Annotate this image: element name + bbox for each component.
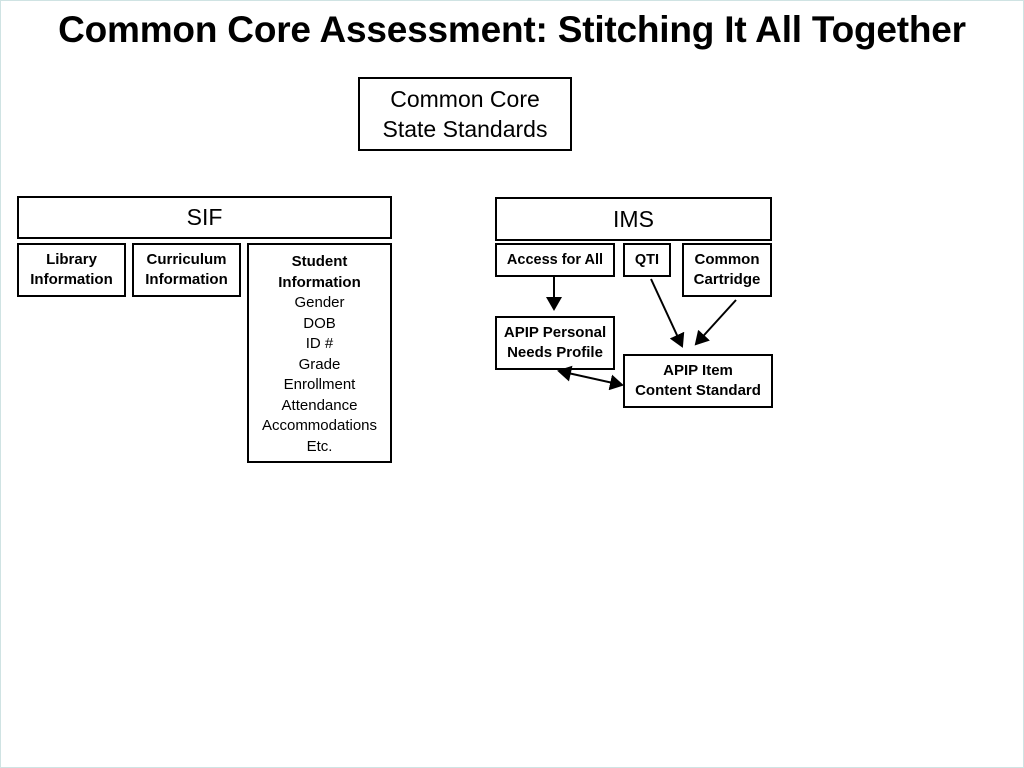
library-line2: Information xyxy=(30,271,113,288)
ims-header-label: IMS xyxy=(613,205,654,232)
student-information-box: Student Information Gender DOB ID # Grad… xyxy=(247,243,392,463)
student-field-grade: Grade xyxy=(298,355,341,373)
common-core-state-standards-box: Common Core State Standards xyxy=(358,77,572,151)
common-cartridge-box: Common Cartridge xyxy=(682,243,772,297)
library-information-box: Library Information xyxy=(17,243,126,297)
library-line1: Library xyxy=(46,251,97,268)
access-for-all-label: Access for All xyxy=(506,252,604,268)
arrow-pnp-to-ics xyxy=(557,365,624,391)
apip-pnp-line1: APIP Personal xyxy=(503,324,607,341)
student-field-etc: Etc. xyxy=(306,437,333,455)
apip-item-content-standard-box: APIP Item Content Standard xyxy=(623,354,773,408)
arrow-qti-to-ics xyxy=(650,278,685,348)
ccss-line2: State Standards xyxy=(382,116,548,142)
student-field-gender: Gender xyxy=(294,294,345,311)
access-for-all-box: Access for All xyxy=(495,243,615,277)
slide-title: Common Core Assessment: Stitching It All… xyxy=(58,9,966,50)
curriculum-line2: Information xyxy=(145,271,228,288)
student-field-dob: DOB xyxy=(303,314,336,332)
arrow-cartridge-to-ics xyxy=(694,299,737,346)
student-field-attendance: Attendance xyxy=(281,396,358,414)
sif-header-box: SIF xyxy=(17,196,392,239)
curriculum-information-box: Curriculum Information xyxy=(132,243,241,297)
apip-personal-needs-profile-box: APIP Personal Needs Profile xyxy=(495,316,615,370)
student-field-accommodations: Accommodations xyxy=(261,417,378,434)
apip-ics-line2: Content Standard xyxy=(635,382,761,399)
apip-ics-line1: APIP Item xyxy=(663,362,733,379)
student-field-id: ID # xyxy=(305,335,334,352)
qti-label: QTI xyxy=(634,252,660,268)
student-line1: Student xyxy=(291,253,348,270)
ccss-line1: Common Core xyxy=(390,86,540,112)
curriculum-line1: Curriculum xyxy=(146,251,227,268)
common-cartridge-line1: Common xyxy=(694,251,760,268)
student-line2: Information xyxy=(278,273,361,291)
sif-header-label: SIF xyxy=(186,204,223,230)
common-cartridge-line2: Cartridge xyxy=(693,271,761,288)
student-field-enrollment: Enrollment xyxy=(283,376,356,393)
qti-box: QTI xyxy=(623,243,671,277)
apip-pnp-line2: Needs Profile xyxy=(507,344,603,361)
ims-header-box: IMS xyxy=(495,197,772,241)
